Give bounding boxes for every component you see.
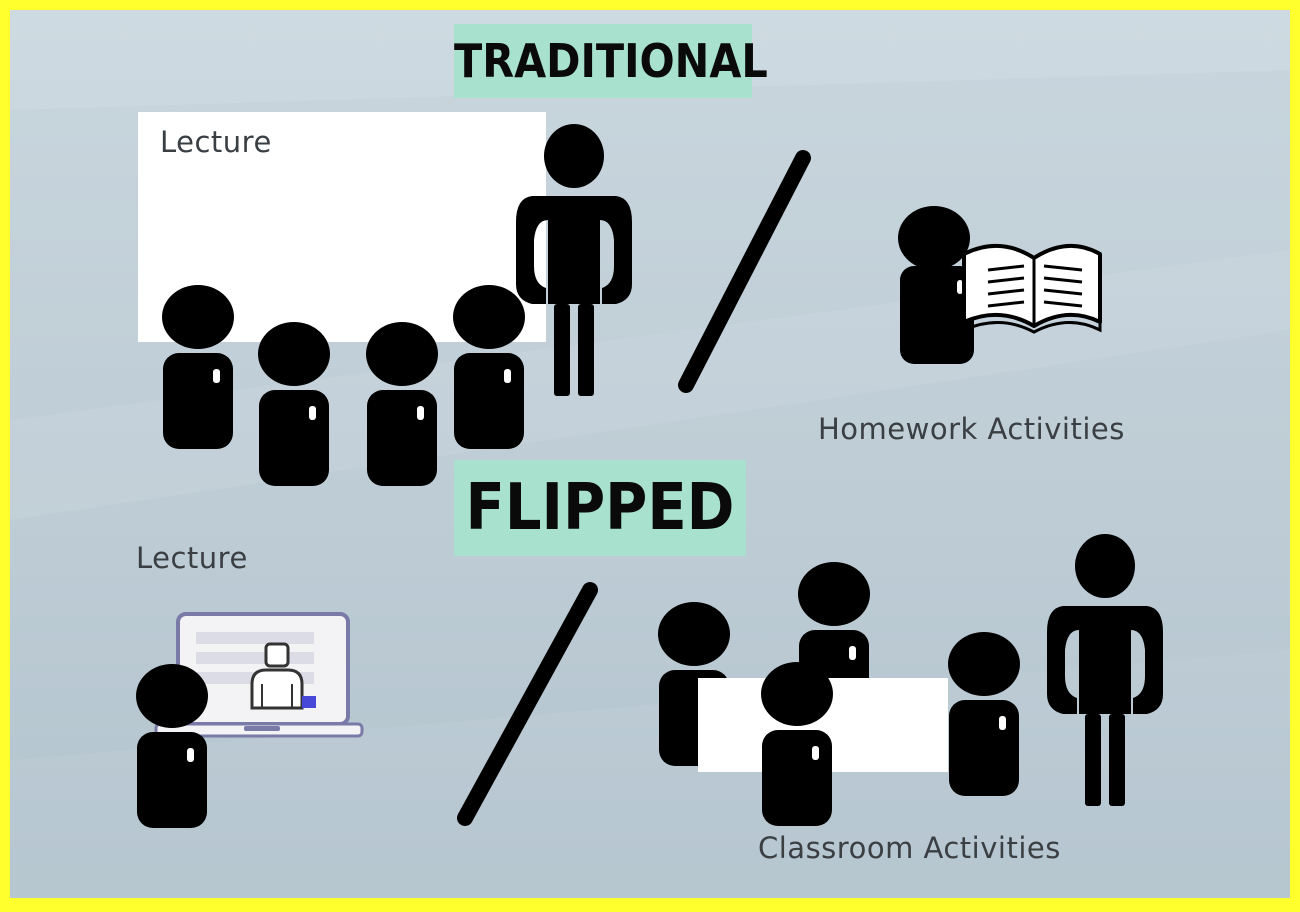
laptop-icon	[154, 612, 364, 738]
flipped-lecture-label: Lecture	[136, 541, 248, 575]
student-figure	[453, 285, 525, 449]
flipped-lecture-scene	[136, 612, 364, 828]
student-figure	[948, 632, 1020, 796]
student-figure	[136, 664, 208, 828]
student-figure	[258, 322, 330, 486]
traditional-lecture-scene	[138, 112, 632, 486]
student-figure	[366, 322, 438, 486]
flipped-banner: FLIPPED	[454, 460, 746, 556]
traditional-banner: TRADITIONAL	[454, 24, 768, 98]
classroom-activity-scene	[658, 534, 1163, 826]
student-figure	[898, 206, 970, 270]
homework-activities-label: Homework Activities	[818, 412, 1125, 446]
traditional-lecture-label: Lecture	[160, 125, 272, 159]
homework-scene	[898, 206, 1102, 364]
divider-slash	[678, 150, 811, 393]
classroom-activities-label: Classroom Activities	[758, 831, 1061, 865]
divider-slash	[457, 582, 598, 826]
student-figure	[761, 662, 833, 826]
open-book-icon	[962, 243, 1102, 334]
student-figure	[162, 285, 234, 449]
